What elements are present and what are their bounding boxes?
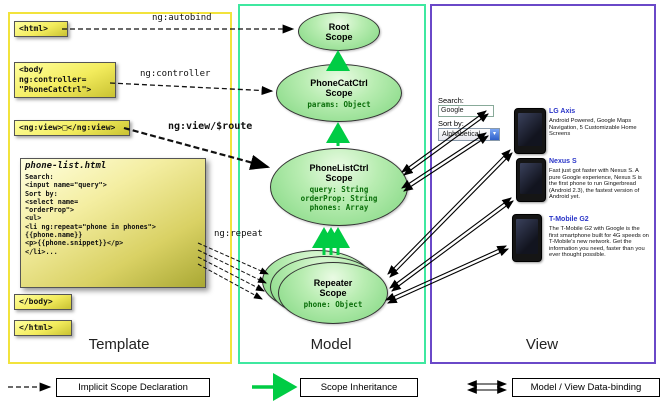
legend-implicit-scope: Implicit Scope Declaration (56, 378, 210, 397)
scope-root-title: Root Scope (325, 21, 353, 42)
sort-label: Sort by: (438, 119, 464, 128)
phone-link-lg-axis[interactable]: LG Axis (549, 108, 576, 115)
scope-repeater-props: phone: Object (303, 299, 363, 309)
note-ng-view: <ng:view>□</ng:view> (14, 120, 130, 136)
scope-phonecat-title: PhoneCatCtrl Scope (310, 77, 368, 98)
label-ng-controller: ng:controller (140, 69, 211, 79)
scope-phonecat: PhoneCatCtrl Scope params: Object (276, 64, 402, 122)
scope-repeater-title: Repeater Scope (313, 277, 353, 298)
note-phone-list-html: phone-list.html Search: <input name="que… (20, 158, 206, 288)
scope-phonelist: PhoneListCtrl Scope query: String orderP… (270, 148, 408, 226)
scope-phonelist-title: PhoneListCtrl Scope (309, 162, 369, 183)
sort-select[interactable]: Alphabetical ▾ (438, 128, 500, 141)
phone-screen (518, 113, 542, 146)
phone-list-code: Search: <input name="query"> Sort by: <s… (25, 173, 156, 256)
search-label: Search: (438, 96, 464, 105)
phone-image-nexus-s (516, 158, 546, 202)
scope-root: Root Scope (298, 12, 380, 51)
legend-data-binding: Model / View Data-binding (512, 378, 660, 397)
phone-image-tmobile-g2 (512, 214, 542, 262)
label-ng-view-route: ng:view/$route (168, 121, 253, 132)
legend-scope-inheritance: Scope Inheritance (300, 378, 418, 397)
panel-template (8, 12, 232, 364)
phone-snippet-lg-axis: Android Powered, Google Maps Navigation,… (549, 118, 637, 138)
note-body-open: <body ng:controller= "PhoneCatCtrl"> (14, 62, 116, 98)
search-input[interactable]: Google (438, 105, 494, 117)
phone-list-title: phone-list.html (25, 161, 107, 171)
note-html-open: <html> (14, 21, 68, 37)
chevron-down-icon: ▾ (490, 129, 499, 140)
phone-image-lg-axis (514, 108, 546, 154)
scope-phonelist-props: query: String orderProp: String phones: … (300, 184, 378, 212)
phone-link-nexus-s[interactable]: Nexus S (549, 158, 577, 165)
label-ng-repeat: ng:repeat (214, 229, 263, 239)
phone-screen (516, 219, 538, 254)
note-html-close: </html> (14, 320, 72, 336)
scope-repeater: Repeater Scope phone: Object (278, 262, 388, 324)
template-panel-label: Template (88, 336, 150, 353)
label-ng-autobind: ng:autobind (152, 13, 212, 23)
phone-screen (520, 163, 542, 194)
phone-snippet-nexus-s: Fast just got faster with Nexus S. A pur… (549, 168, 642, 201)
view-panel-label: View (525, 336, 559, 353)
phone-snippet-tmobile-g2: The T-Mobile G2 with Google is the first… (549, 226, 649, 259)
model-panel-label: Model (310, 336, 352, 353)
phone-link-tmobile-g2[interactable]: T-Mobile G2 (549, 216, 589, 223)
note-body-close: </body> (14, 294, 72, 310)
sort-select-value: Alphabetical (442, 131, 481, 138)
scope-phonecat-props: params: Object (307, 99, 371, 109)
